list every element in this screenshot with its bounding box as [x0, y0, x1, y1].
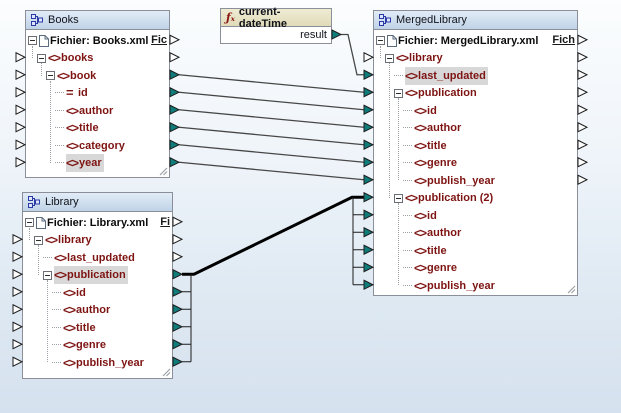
input-connector[interactable]	[16, 158, 25, 167]
output-connector[interactable]	[578, 88, 587, 97]
connection-id-id[interactable]	[179, 92, 364, 110]
input-connector[interactable]	[364, 193, 373, 202]
copy-all-child-links-merged	[353, 197, 364, 285]
output-connector[interactable]	[578, 35, 587, 44]
input-connector[interactable]	[364, 88, 373, 97]
input-connector[interactable]	[13, 322, 22, 331]
connection-year-publish-year[interactable]	[179, 162, 364, 180]
output-connector[interactable]	[578, 158, 587, 167]
output-connector[interactable]	[170, 140, 179, 149]
input-connector[interactable]	[364, 210, 373, 219]
input-connector[interactable]	[13, 287, 22, 296]
connection-result-last-updated[interactable]	[341, 35, 364, 75]
output-connector[interactable]	[578, 70, 587, 79]
output-connector[interactable]	[170, 88, 179, 97]
output-connector[interactable]	[578, 105, 587, 114]
input-connector[interactable]	[13, 305, 22, 314]
input-connector[interactable]	[13, 252, 22, 261]
output-connector[interactable]	[173, 252, 182, 261]
output-connector[interactable]	[173, 235, 182, 244]
input-connector[interactable]	[13, 235, 22, 244]
output-connector[interactable]	[173, 340, 182, 349]
input-connector[interactable]	[364, 70, 373, 79]
input-connector[interactable]	[16, 140, 25, 149]
input-connector[interactable]	[13, 270, 22, 279]
input-connector[interactable]	[364, 245, 373, 254]
output-connector[interactable]	[170, 105, 179, 114]
input-connector[interactable]	[16, 70, 25, 79]
input-connector[interactable]	[364, 158, 373, 167]
output-connector[interactable]	[173, 217, 182, 226]
output-connector[interactable]	[173, 287, 182, 296]
input-connector[interactable]	[16, 53, 25, 62]
connection-title-title[interactable]	[179, 127, 364, 145]
output-connector[interactable]	[170, 123, 179, 132]
connection-book-publication[interactable]	[179, 75, 364, 93]
connection-publication-copy-all[interactable]	[182, 197, 364, 274]
connection-author-author[interactable]	[179, 110, 364, 128]
input-connector[interactable]	[364, 228, 373, 237]
output-connector[interactable]	[170, 70, 179, 79]
output-connector[interactable]	[173, 305, 182, 314]
input-connector[interactable]	[364, 105, 373, 114]
output-connector[interactable]	[170, 35, 179, 44]
input-connector[interactable]	[16, 105, 25, 114]
input-connector[interactable]	[364, 280, 373, 289]
input-connector[interactable]	[16, 123, 25, 132]
connection-category-genre[interactable]	[179, 145, 364, 163]
copy-all-child-links-library	[182, 274, 191, 362]
input-connector[interactable]	[364, 53, 373, 62]
output-connector[interactable]	[578, 140, 587, 149]
output-connector[interactable]	[578, 53, 587, 62]
output-connector[interactable]	[332, 30, 341, 39]
input-connector[interactable]	[16, 88, 25, 97]
input-connector[interactable]	[364, 140, 373, 149]
output-connector[interactable]	[170, 53, 179, 62]
output-connector[interactable]	[173, 322, 182, 331]
output-connector[interactable]	[578, 123, 587, 132]
input-connector[interactable]	[13, 357, 22, 366]
input-connector[interactable]	[364, 175, 373, 184]
output-connector[interactable]	[578, 175, 587, 184]
output-connector[interactable]	[173, 357, 182, 366]
input-connector[interactable]	[364, 123, 373, 132]
output-connector[interactable]	[173, 270, 182, 279]
input-connector[interactable]	[13, 340, 22, 349]
output-connector[interactable]	[170, 158, 179, 167]
input-connector[interactable]	[364, 263, 373, 272]
